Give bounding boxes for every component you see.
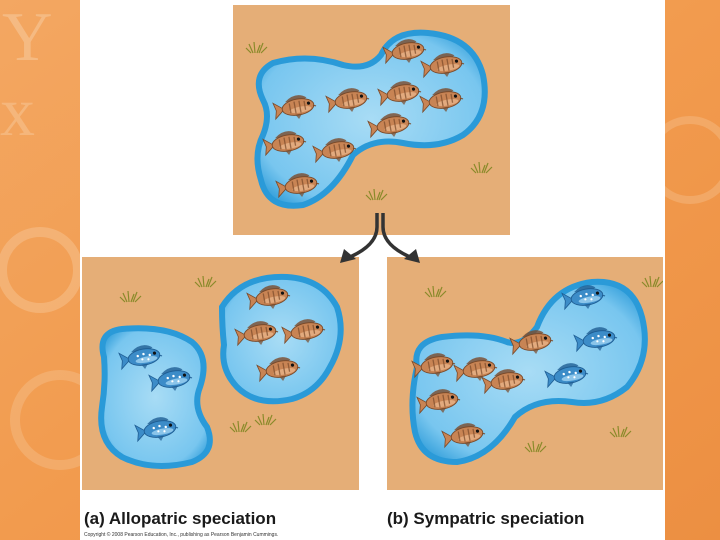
original-species-fish xyxy=(377,81,422,107)
original-species-fish xyxy=(262,131,307,157)
new-species-fish xyxy=(134,417,179,443)
original-species-fish xyxy=(234,321,279,347)
new-species-fish xyxy=(573,327,618,353)
copyright-text: Copyright © 2008 Pearson Education, Inc.… xyxy=(84,532,279,538)
original-species-fish xyxy=(382,39,427,65)
original-species-fish xyxy=(256,357,301,383)
original-species-fish xyxy=(272,95,317,121)
split-arrow xyxy=(340,213,420,263)
original-species-fish xyxy=(281,319,326,345)
allopatric-panel xyxy=(82,257,359,490)
original-species-fish xyxy=(246,285,291,311)
original-species-fish xyxy=(275,173,320,199)
original-species-fish xyxy=(312,138,357,164)
original-species-fish xyxy=(411,353,456,379)
new-species-fish xyxy=(118,345,163,371)
original-species-fish xyxy=(325,88,370,114)
original-species-fish xyxy=(453,357,498,383)
original-species-fish xyxy=(420,53,465,79)
original-species-fish xyxy=(441,423,486,449)
new-species-fish xyxy=(561,285,606,311)
svg-text:Y: Y xyxy=(2,0,53,76)
original-species-fish xyxy=(481,369,526,395)
svg-text:x: x xyxy=(0,74,35,151)
new-species-fish xyxy=(544,363,589,389)
caption-sympatric: (b) Sympatric speciation xyxy=(387,509,585,528)
caption-allopatric: (a) Allopatric speciation xyxy=(84,509,277,528)
sympatric-panel xyxy=(387,257,663,490)
original-species-fish xyxy=(416,389,461,415)
ancestral-pond-panel xyxy=(233,5,510,235)
original-species-fish xyxy=(509,330,554,356)
new-species-fish xyxy=(148,367,193,393)
original-species-fish xyxy=(419,88,464,114)
original-species-fish xyxy=(367,113,412,139)
